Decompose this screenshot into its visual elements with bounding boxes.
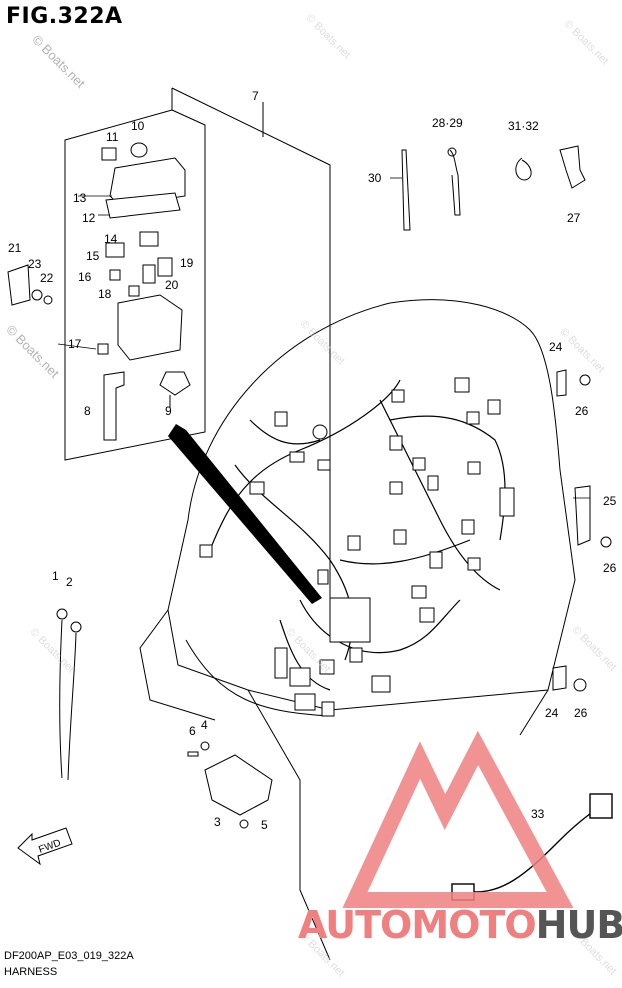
callout-11-2: 11 (106, 130, 119, 144)
callout-30-19: 30 (368, 171, 382, 185)
callout-22-13: 22 (40, 271, 54, 285)
callout-3-31: 3 (214, 815, 221, 829)
callout-28-29-17: 28·29 (432, 116, 463, 130)
callout-21-11: 21 (8, 241, 22, 255)
callout-24-21: 24 (549, 340, 563, 354)
callout-13-3: 13 (73, 191, 87, 205)
callout-15-6: 15 (86, 249, 100, 263)
callout-26-22: 26 (575, 404, 589, 418)
automotohub-logo (342, 730, 574, 908)
callout-1-25: 1 (52, 569, 59, 583)
brand-part-a: AUTOMOTO (298, 903, 537, 947)
callout-7-0: 7 (252, 89, 259, 103)
callout-12-4: 12 (82, 211, 96, 225)
callout-17-14: 17 (68, 337, 82, 351)
callout-26-24: 26 (603, 561, 617, 575)
figure-title: FIG.322A (6, 4, 123, 29)
callout-26-28: 26 (574, 706, 588, 720)
callout-23-12: 23 (28, 257, 42, 271)
figure-name: HARNESS (4, 966, 58, 978)
callout-24-27: 24 (545, 706, 559, 720)
callout-14-5: 14 (104, 232, 118, 246)
ground-leads (56, 608, 82, 781)
callout-27-20: 27 (567, 211, 581, 225)
harness-connectors (199, 377, 515, 717)
callout-20-9: 20 (165, 278, 179, 292)
callout-4-30: 4 (201, 718, 208, 732)
relay-box-parts (7, 142, 191, 441)
callout-10-1: 10 (131, 119, 145, 133)
bracket-assembly (187, 741, 273, 829)
callout-33-33: 33 (531, 807, 545, 821)
callout-25-23: 25 (603, 494, 617, 508)
callout-6-29: 6 (189, 724, 196, 738)
brand-wordmark: AUTOMOTOHUB (298, 903, 622, 947)
engine-cover (139, 299, 576, 961)
figure-code: DF200AP_E03_019_322A (4, 950, 134, 962)
brand-part-b: HUB (535, 903, 622, 947)
fwd-arrow (17, 827, 73, 866)
callout-8-15: 8 (84, 404, 91, 418)
pointer-arrow (168, 424, 322, 604)
leader-lines (57, 177, 590, 499)
callout-2-26: 2 (66, 575, 73, 589)
clamps-and-ties (401, 145, 612, 692)
callout-9-16: 9 (165, 404, 172, 418)
callout-16-8: 16 (78, 270, 92, 284)
callout-19-7: 19 (180, 256, 194, 270)
callout-18-10: 18 (98, 287, 112, 301)
callout-31-32-18: 31·32 (508, 119, 539, 133)
callout-5-32: 5 (261, 818, 268, 832)
